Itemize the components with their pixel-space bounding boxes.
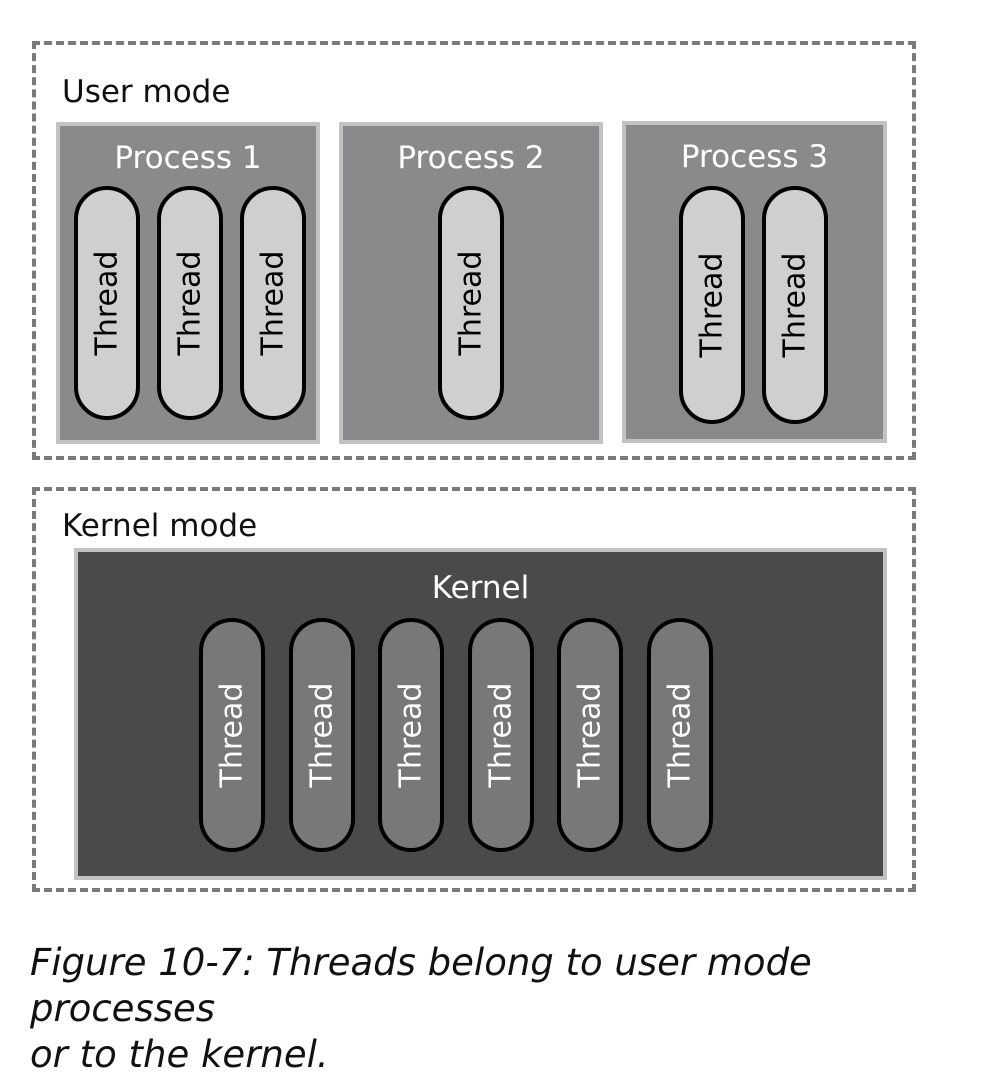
caption-line-2: or to the kernel. <box>30 1033 329 1076</box>
process-1-title: Process 1 <box>114 140 262 176</box>
thread-label: Thread <box>453 250 489 356</box>
kernel-thread-2: Thread <box>289 618 355 852</box>
thread-label: Thread <box>483 682 519 788</box>
process-2-thread-1: Thread <box>438 186 504 420</box>
thread-label: Thread <box>214 682 250 788</box>
process-1-thread-3: Thread <box>240 186 306 420</box>
user-mode-label: User mode <box>62 74 231 110</box>
thread-label: Thread <box>393 682 429 788</box>
process-3-box: Process 3 <box>622 121 887 443</box>
kernel-thread-3: Thread <box>378 618 444 852</box>
thread-label: Thread <box>572 682 608 788</box>
thread-label: Thread <box>255 250 291 356</box>
caption-line-1: Figure 10-7: Threads belong to user mode… <box>30 941 812 1030</box>
process-2-title: Process 2 <box>397 140 545 176</box>
kernel-thread-4: Thread <box>468 618 534 852</box>
kernel-mode-label: Kernel mode <box>62 508 258 544</box>
thread-label: Thread <box>777 252 813 358</box>
thread-label: Thread <box>89 250 125 356</box>
process-1-thread-1: Thread <box>74 186 140 420</box>
kernel-thread-1: Thread <box>199 618 265 852</box>
kernel-thread-6: Thread <box>647 618 713 852</box>
kernel-title: Kernel <box>431 570 530 606</box>
user-mode-region <box>32 41 916 460</box>
process-3-thread-1: Thread <box>679 186 745 424</box>
thread-label: Thread <box>304 682 340 788</box>
thread-label: Thread <box>172 250 208 356</box>
figure-caption: Figure 10-7: Threads belong to user mode… <box>30 940 980 1078</box>
thread-label: Thread <box>662 682 698 788</box>
kernel-thread-5: Thread <box>557 618 623 852</box>
process-1-thread-2: Thread <box>157 186 223 420</box>
kernel-mode-region <box>32 487 916 892</box>
thread-label: Thread <box>694 252 730 358</box>
process-3-title: Process 3 <box>680 139 829 175</box>
process-3-thread-2: Thread <box>762 186 828 424</box>
